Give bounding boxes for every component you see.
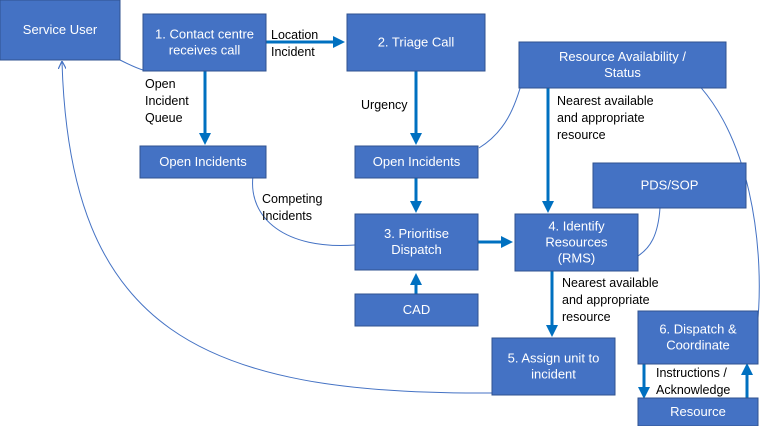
node-label: Resource bbox=[670, 404, 726, 419]
connector-dispatch-resource-availability bbox=[675, 64, 760, 329]
node-dispatch-coordinate: 6. Dispatch &Coordinate bbox=[637, 310, 759, 365]
node-label: Open Incidents bbox=[373, 154, 461, 169]
node-box bbox=[0, 0, 121, 61]
edge-label-line: Incident bbox=[271, 45, 315, 59]
node-resource: Resource bbox=[637, 397, 759, 426]
node-resource-availability: Resource Availability /Status bbox=[518, 41, 727, 89]
node-label: Dispatch bbox=[391, 242, 442, 257]
edge-label-line: Location bbox=[271, 28, 318, 42]
edge-label-line: Instructions / bbox=[656, 366, 727, 380]
node-box bbox=[514, 213, 639, 272]
edge-label-line: Incidents bbox=[262, 209, 312, 223]
edge-label-line: resource bbox=[562, 310, 611, 324]
edge-label-line: Urgency bbox=[361, 98, 408, 112]
node-label: Status bbox=[604, 65, 641, 80]
node-box bbox=[354, 145, 479, 179]
node-box bbox=[354, 213, 479, 271]
edge-label-line: Open bbox=[145, 77, 176, 91]
node-label: Open Incidents bbox=[159, 154, 247, 169]
node-open-incidents-left: Open Incidents bbox=[139, 145, 267, 179]
node-box bbox=[354, 293, 479, 327]
node-label: 1. Contact centre bbox=[155, 27, 254, 42]
node-label: CAD bbox=[403, 302, 430, 317]
node-label: Resource Availability / bbox=[559, 49, 686, 64]
connector-open-incidents-resource-availability bbox=[478, 77, 524, 149]
node-label: (RMS) bbox=[558, 251, 596, 266]
edge-label-line: and appropriate bbox=[557, 111, 645, 125]
node-triage-call: 2. Triage Call bbox=[346, 13, 486, 72]
node-label: Coordinate bbox=[666, 338, 730, 353]
node-cad: CAD bbox=[354, 293, 479, 327]
edge-label-line: Acknowledge bbox=[656, 383, 730, 397]
edge-label-line: resource bbox=[557, 128, 606, 142]
edge-label-line: Nearest available bbox=[557, 94, 654, 108]
node-pds-sop: PDS/SOP bbox=[592, 162, 747, 209]
connector-pds-identify bbox=[637, 207, 661, 257]
node-label: 4. Identify bbox=[548, 219, 605, 234]
node-box bbox=[518, 41, 727, 89]
node-box bbox=[637, 397, 759, 426]
node-box bbox=[346, 13, 486, 72]
node-label: 3. Prioritise bbox=[384, 226, 449, 241]
node-box bbox=[142, 13, 267, 72]
edge-label-urgency: Urgency bbox=[361, 98, 408, 112]
edge-label-line: Queue bbox=[145, 111, 183, 125]
node-label: 5. Assign unit to bbox=[508, 351, 600, 366]
connector-assign-service-user bbox=[62, 62, 493, 394]
node-label: Resources bbox=[545, 235, 608, 250]
node-box bbox=[491, 337, 616, 396]
connector-open-incidents-prioritise bbox=[252, 175, 356, 247]
edge-label-line: and appropriate bbox=[562, 293, 650, 307]
node-box bbox=[637, 310, 759, 365]
edge-label-nearest-available-2: Nearest available and appropriate resource bbox=[562, 276, 659, 324]
node-service-user: Service User bbox=[0, 0, 121, 61]
edge-label-line: Nearest available bbox=[562, 276, 659, 290]
node-box bbox=[139, 145, 267, 179]
node-label: 6. Dispatch & bbox=[659, 322, 737, 337]
edge-label-line: Incident bbox=[145, 94, 189, 108]
node-label: receives call bbox=[169, 43, 241, 58]
node-open-incidents-mid: Open Incidents bbox=[354, 145, 479, 179]
node-label: Service User bbox=[23, 22, 98, 37]
node-label: incident bbox=[531, 367, 576, 382]
edge-label-line: Competing bbox=[262, 192, 322, 206]
edge-label-instructions-acknowledge: Instructions / Acknowledge bbox=[656, 366, 730, 397]
node-label: 2. Triage Call bbox=[378, 35, 455, 50]
connector-service-user-contact bbox=[119, 59, 144, 71]
node-box bbox=[592, 162, 747, 209]
node-label: PDS/SOP bbox=[641, 178, 699, 193]
edge-label-nearest-available-1: Nearest available and appropriate resource bbox=[557, 94, 654, 142]
